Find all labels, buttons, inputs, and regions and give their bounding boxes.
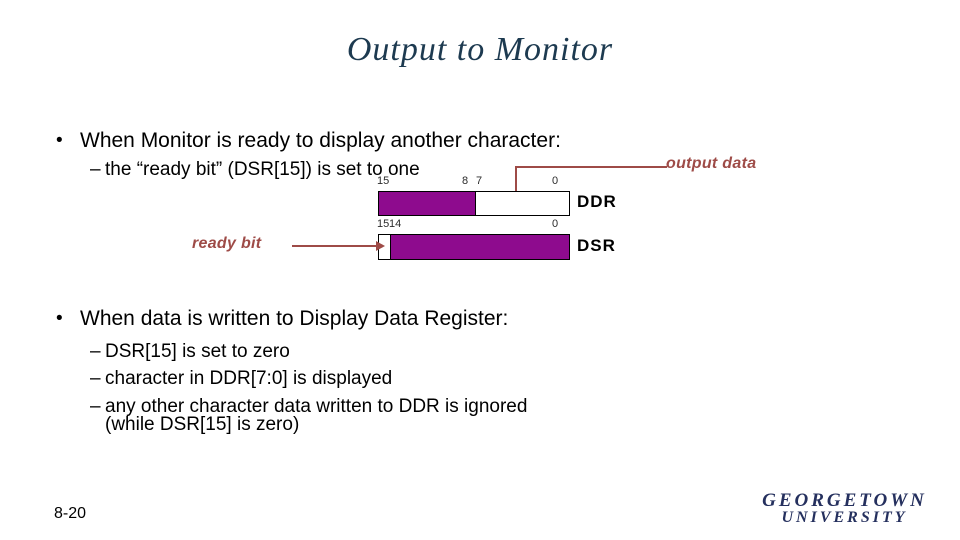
- dash-marker: –: [90, 341, 101, 362]
- ddr-bit-label-0: 0: [552, 175, 559, 187]
- logo-line1: GEORGETOWN: [762, 490, 927, 511]
- university-logo: GEORGETOWN UNIVERSITY: [742, 490, 947, 526]
- dash-marker: –: [90, 159, 101, 180]
- bullet-marker: •: [56, 308, 63, 329]
- logo-line2: UNIVERSITY: [781, 509, 908, 526]
- dsr-bit-label-0: 0: [552, 218, 559, 230]
- dash-marker: –: [90, 396, 101, 417]
- sub-bullet-text: any other character data written to DDR …: [105, 396, 528, 417]
- ddr-bit-label-7: 7: [476, 175, 483, 187]
- dsr-filled-section: [391, 235, 569, 259]
- dsr-bit-label-15: 15: [377, 218, 390, 230]
- sub-bullet-item: – the “ready bit” (DSR[15]) is set to on…: [90, 159, 690, 180]
- bullet-item: • When Monitor is ready to display anoth…: [56, 129, 756, 153]
- page-number: 8-20: [54, 505, 87, 522]
- ready-bit-connector-line: [292, 245, 376, 247]
- bullet-item: • When data is written to Display Data R…: [56, 307, 756, 331]
- output-data-connector-line: [515, 166, 517, 197]
- sub-bullet-item: – DSR[15] is set to zero: [90, 341, 690, 362]
- sub-bullet-continuation: (while DSR[15] is zero): [105, 414, 300, 435]
- ddr-bit-label-15: 15: [377, 175, 390, 187]
- sub-bullet-text: character in DDR[7:0] is displayed: [105, 368, 393, 389]
- ddr-bit-label-8: 8: [462, 175, 469, 187]
- sub-bullet-item: – character in DDR[7:0] is displayed: [90, 368, 690, 389]
- ready-bit-label: ready bit: [192, 235, 262, 252]
- dsr-bit-label-14: 14: [389, 218, 402, 230]
- arrowhead-right-icon: [376, 241, 385, 251]
- bullet-marker: •: [56, 130, 63, 151]
- bullet-text: When data is written to Display Data Reg…: [80, 307, 509, 330]
- sub-bullet-text: the “ready bit” (DSR[15]) is set to one: [105, 159, 420, 180]
- output-data-connector-line: [516, 166, 667, 168]
- ddr-filled-section: [379, 192, 476, 215]
- output-data-label: output data: [666, 155, 757, 172]
- ddr-register: [378, 191, 570, 216]
- sub-bullet-item: – any other character data written to DD…: [90, 396, 690, 417]
- ddr-label: DDR: [577, 192, 617, 211]
- dash-marker: –: [90, 368, 101, 389]
- bullet-text: When Monitor is ready to display another…: [80, 129, 561, 152]
- sub-bullet-text: DSR[15] is set to zero: [105, 341, 290, 362]
- dsr-register: [378, 234, 570, 260]
- slide-title: Output to Monitor: [346, 31, 614, 68]
- dsr-label: DSR: [577, 236, 616, 255]
